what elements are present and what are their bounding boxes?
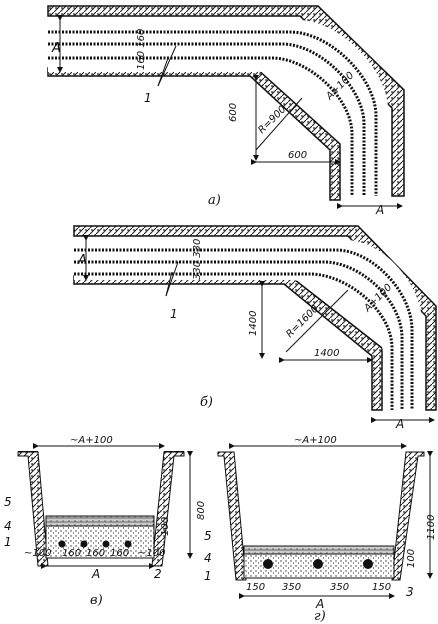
fig-v-caption: в) — [90, 593, 103, 608]
fig-a-radius-line — [255, 97, 303, 151]
fig-b-callout-leader-2 — [165, 271, 173, 297]
fig-a-caption: а) — [208, 193, 221, 208]
cable-a-1 — [48, 30, 378, 196]
cable-b-1 — [74, 248, 414, 410]
fig-a-callout: 1 — [144, 91, 152, 105]
fig-v-dim-spacing-1: 160 — [62, 548, 81, 559]
cable-b-3 — [74, 272, 394, 410]
trench-a-cables — [48, 30, 378, 196]
fig-g-callout-4: 4 — [204, 551, 212, 565]
fig-b-dim-radius: R=1600 — [284, 304, 321, 341]
fig-g-dim-depth: 1100 — [426, 515, 437, 540]
trench-b-inner-soil — [73, 275, 383, 411]
cable-a-2 — [48, 42, 366, 196]
fig-g-dim-spacing-right: 150 — [372, 582, 391, 593]
fig-v-brick-layer — [45, 515, 155, 527]
fig-g-callout-5: 5 — [204, 529, 212, 543]
fig-a-callout-leader-1 — [157, 45, 177, 87]
fig-v-cables — [58, 540, 132, 548]
fig-b-dim-width: A — [77, 253, 87, 268]
fig-v-dim-depth: 800 — [196, 501, 207, 520]
fig-b-radius-line — [285, 289, 349, 353]
fig-g-dim-layer: 100 — [406, 549, 417, 568]
fig-g-callout-3: 3 — [406, 585, 414, 599]
fig-a-dim-vertical: 600 — [228, 103, 239, 122]
fig-a-dim-cable-spacing: 160 160 — [136, 29, 147, 70]
fig-b-dim-horizontal: 1400 — [314, 348, 339, 359]
trench-a-bed — [48, 20, 388, 196]
fig-v-dim-bottom: A — [91, 567, 100, 581]
fig-v-dim-layer: 100 — [160, 517, 171, 536]
figure-b: A 330 330 1 R=1600 A+100 1400 1400 A б) — [73, 225, 437, 431]
fig-b-caption: б) — [200, 395, 213, 410]
fig-v-cable-4 — [124, 540, 132, 548]
fig-a-dim-outlet: A — [375, 203, 384, 217]
fig-g-cable-1 — [263, 559, 273, 569]
fig-g-dim-bottom: A — [315, 597, 324, 611]
fig-v-dim-right-edge: ~100 — [138, 548, 165, 559]
fig-v-dim-spacing-2: 160 — [86, 548, 105, 559]
cable-a-3 — [48, 56, 354, 196]
fig-g-dim-spacing-1: 350 — [282, 582, 301, 593]
cable-b-2 — [74, 260, 404, 410]
fig-v-callout-4: 4 — [4, 519, 12, 533]
trench-b-bed — [74, 240, 422, 410]
figure-v: ~A+100 800 100 160 160 160 ~100 ~100 A 5… — [4, 435, 207, 608]
fig-v-cable-2 — [80, 540, 88, 548]
fig-b-dim-outlet: A — [395, 417, 404, 431]
fig-v-left-wall — [17, 451, 49, 567]
fig-v-dim-spacing-3: 160 — [110, 548, 129, 559]
fig-v-cable-3 — [102, 540, 110, 548]
fig-b-dim-cable-spacing: 330 330 — [192, 239, 203, 280]
fig-g-cables — [263, 559, 373, 569]
fig-g-caption: г) — [314, 609, 326, 624]
fig-g-dim-spacing-2: 350 — [330, 582, 349, 593]
fig-g-right-wall — [391, 451, 425, 581]
fig-a-dim-width: A — [51, 41, 61, 56]
fig-g-left-wall — [217, 451, 247, 581]
figure-a: A 160 160 1 R=900 A+100 600 600 A а) — [47, 5, 405, 217]
figure-g: ~A+100 1100 100 150 350 350 150 A 5 4 1 … — [204, 435, 437, 624]
fig-a-callout-leader-2 — [157, 57, 169, 87]
fig-g-brick-layer — [243, 545, 395, 555]
trench-b-cables — [74, 248, 414, 410]
fig-v-dim-top: ~A+100 — [70, 435, 113, 446]
fig-g-dim-spacing-left: 150 — [246, 582, 265, 593]
fig-g-cable-2 — [313, 559, 323, 569]
fig-b-callout-leader-1 — [165, 261, 179, 297]
fig-v-cable-1 — [58, 540, 66, 548]
fig-v-dim-left-edge: ~100 — [24, 548, 51, 559]
fig-v-callout-5: 5 — [4, 495, 12, 509]
fig-g-cable-3 — [363, 559, 373, 569]
fig-g-callout-1: 1 — [204, 569, 212, 583]
fig-v-callout-1: 1 — [4, 535, 12, 549]
trench-a-inner-soil — [47, 67, 341, 201]
fig-g-dim-top: ~A+100 — [294, 435, 337, 446]
fig-a-dim-horizontal: 600 — [288, 150, 307, 161]
fig-v-callout-2: 2 — [154, 567, 162, 581]
fig-b-dim-vertical: 1400 — [248, 311, 259, 336]
fig-b-callout: 1 — [170, 307, 178, 321]
